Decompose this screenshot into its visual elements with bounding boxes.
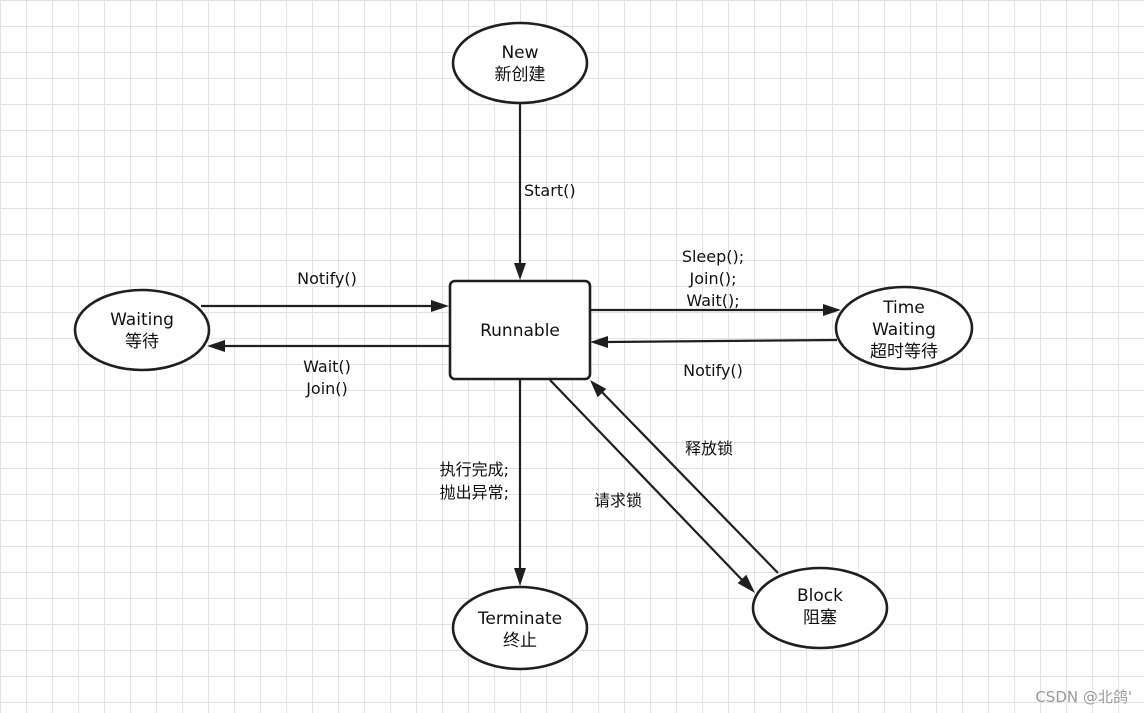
state-node-runnable: Runnable <box>448 279 592 381</box>
node-sublabel-block: 阻塞 <box>803 608 837 628</box>
node-label-terminate: Terminate <box>477 609 562 629</box>
edge-label-tw-wait: Wait(); <box>686 291 739 310</box>
edge-label-request-lock: 请求锁 <box>594 491 642 510</box>
node-label-time-waiting-2: Waiting <box>872 320 936 340</box>
edge-block-to-runnable <box>590 380 779 574</box>
edge-label-waiting-notify: Notify() <box>297 269 357 288</box>
edge-label-term-exception: 抛出异常; <box>440 483 509 502</box>
edge-new-to-runnable <box>514 104 526 280</box>
node-label-runnable: Runnable <box>480 321 560 341</box>
state-node-terminate: Terminate 终止 <box>451 585 589 671</box>
edge-label-term-done: 执行完成; <box>440 460 509 479</box>
edge-waiting-to-runnable <box>201 300 449 312</box>
node-label-block: Block <box>797 586 843 606</box>
state-node-waiting: Waiting 等待 <box>73 288 211 372</box>
edge-label-waiting-join: Join() <box>305 379 348 398</box>
edge-label-waiting-wait: Wait() <box>303 357 351 376</box>
state-node-block: Block 阻塞 <box>751 566 889 650</box>
edge-label-release-lock: 释放锁 <box>685 439 733 458</box>
edge-runnable-to-waiting <box>207 340 449 352</box>
edge-runnable-to-time-waiting <box>590 304 841 316</box>
node-label-waiting: Waiting <box>110 310 174 330</box>
state-node-time-waiting: Time Waiting 超时等待 <box>834 285 974 371</box>
node-label-time-waiting-1: Time <box>882 298 925 318</box>
edge-label-tw-join: Join(); <box>689 269 737 288</box>
edge-label-start: Start() <box>524 181 576 200</box>
node-sublabel-terminate: 终止 <box>503 631 537 651</box>
edge-runnable-to-block <box>549 379 755 593</box>
node-label-new: New <box>501 43 538 63</box>
edge-runnable-to-terminate <box>514 380 526 586</box>
watermark: CSDN @北鸽' <box>1035 688 1132 706</box>
state-node-new: New 新创建 <box>451 21 589 105</box>
node-sublabel-new: 新创建 <box>495 65 546 85</box>
edge-time-waiting-to-runnable <box>590 336 838 348</box>
edge-label-tw-notify: Notify() <box>683 361 743 380</box>
node-sublabel-time-waiting: 超时等待 <box>870 342 938 362</box>
edge-label-tw-sleep: Sleep(); <box>682 247 744 266</box>
node-sublabel-waiting: 等待 <box>125 332 159 352</box>
